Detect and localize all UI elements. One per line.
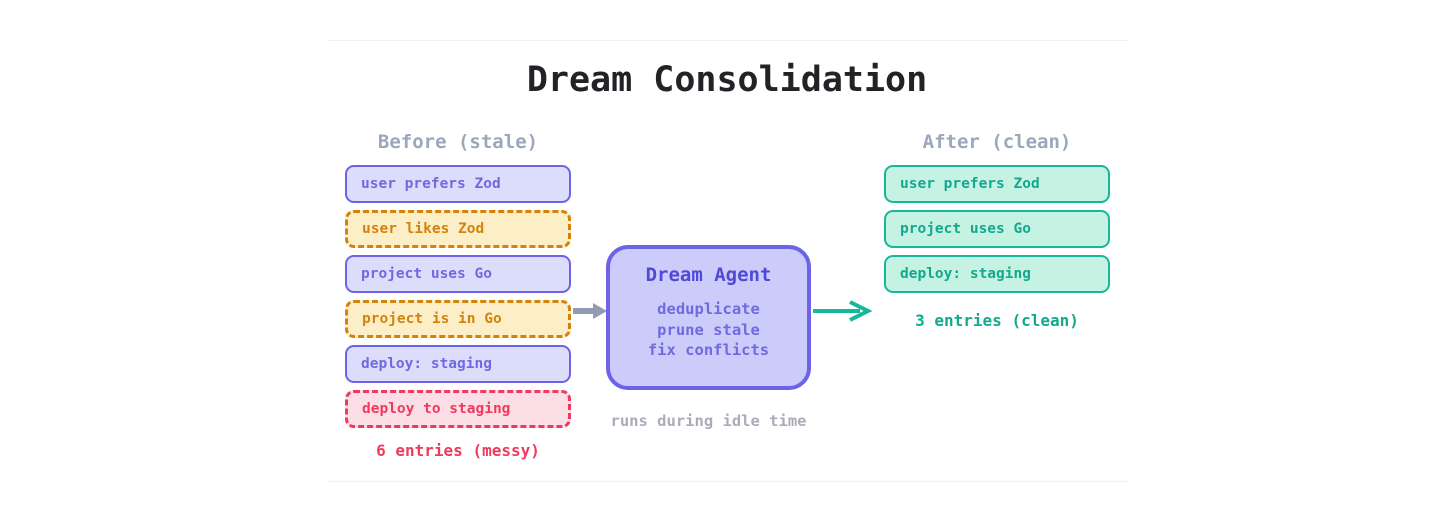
memory-entry[interactable]: user likes Zod bbox=[345, 210, 571, 248]
agent-caption: runs during idle time bbox=[610, 412, 807, 430]
entry-count-after: 3 entries (clean) bbox=[915, 311, 1079, 330]
memory-entry[interactable]: project uses Go bbox=[345, 255, 571, 293]
frame-divider-top bbox=[328, 40, 1128, 41]
arrow-right-teal-icon bbox=[812, 300, 873, 326]
memory-list-after: user prefers Zod project uses Go deploy:… bbox=[884, 165, 1110, 300]
agent-title: Dream Agent bbox=[645, 264, 772, 286]
memory-entry[interactable]: deploy: staging bbox=[884, 255, 1110, 293]
frame-divider-bottom bbox=[328, 481, 1128, 482]
memory-entry[interactable]: user prefers Zod bbox=[884, 165, 1110, 203]
memory-list-before: user prefers Zod user likes Zod project … bbox=[345, 165, 571, 435]
agent-action: prune stale bbox=[657, 320, 760, 339]
column-header-after: After (clean) bbox=[922, 131, 1072, 153]
agent-action: fix conflicts bbox=[647, 341, 770, 359]
column-header-before: Before (stale) bbox=[377, 131, 539, 153]
entry-count-before: 6 entries (messy) bbox=[376, 441, 540, 460]
memory-entry[interactable]: project uses Go bbox=[884, 210, 1110, 248]
agent-action: deduplicate bbox=[657, 300, 760, 318]
memory-entry[interactable]: project is in Go bbox=[345, 300, 571, 338]
dream-agent-box[interactable]: Dream Agent deduplicate prune stale fix … bbox=[606, 245, 811, 390]
arrow-right-gray-icon bbox=[571, 300, 611, 326]
diagram-title: Dream Consolidation bbox=[526, 60, 928, 100]
memory-entry[interactable]: deploy to staging bbox=[345, 390, 571, 428]
memory-entry[interactable]: user prefers Zod bbox=[345, 165, 571, 203]
memory-entry[interactable]: deploy: staging bbox=[345, 345, 571, 383]
